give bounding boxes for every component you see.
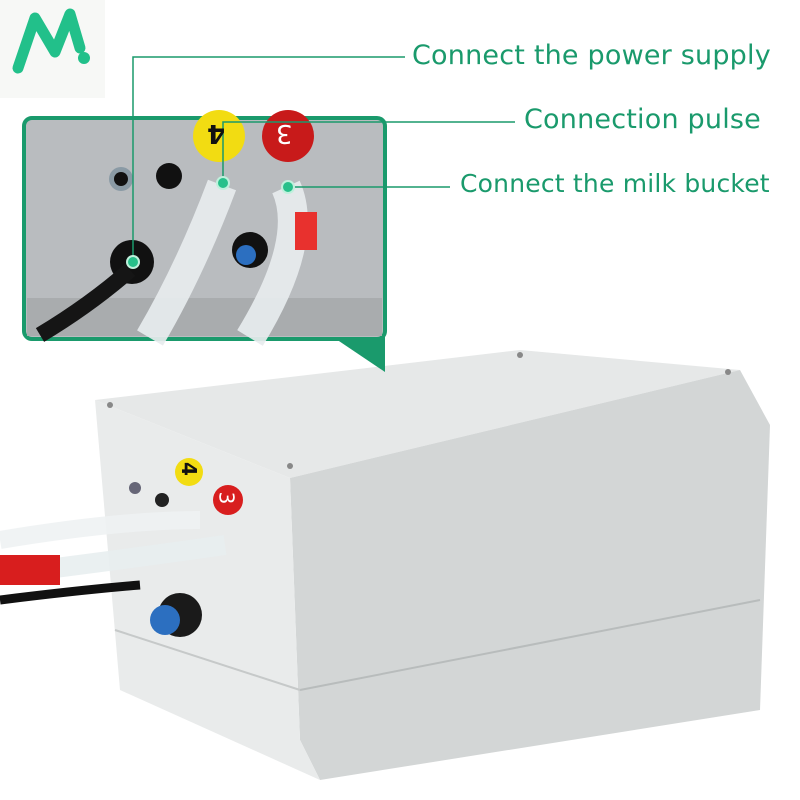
controller-enclosure [0,350,770,780]
callout-connection-pulse: Connection pulse [524,104,761,135]
inset-closeup [22,110,387,372]
sticker-3: 3 [276,118,293,148]
callout-lines [132,56,515,262]
brand-logo [0,0,105,98]
callout-power-supply: Connect the power supply [412,40,771,71]
box-sticker-4: 4 [176,462,201,476]
callout-milk-bucket: Connect the milk bucket [460,169,770,198]
sticker-4: 4 [207,118,226,148]
callout-dots [126,176,295,269]
box-sticker-3: 3 [214,491,239,505]
